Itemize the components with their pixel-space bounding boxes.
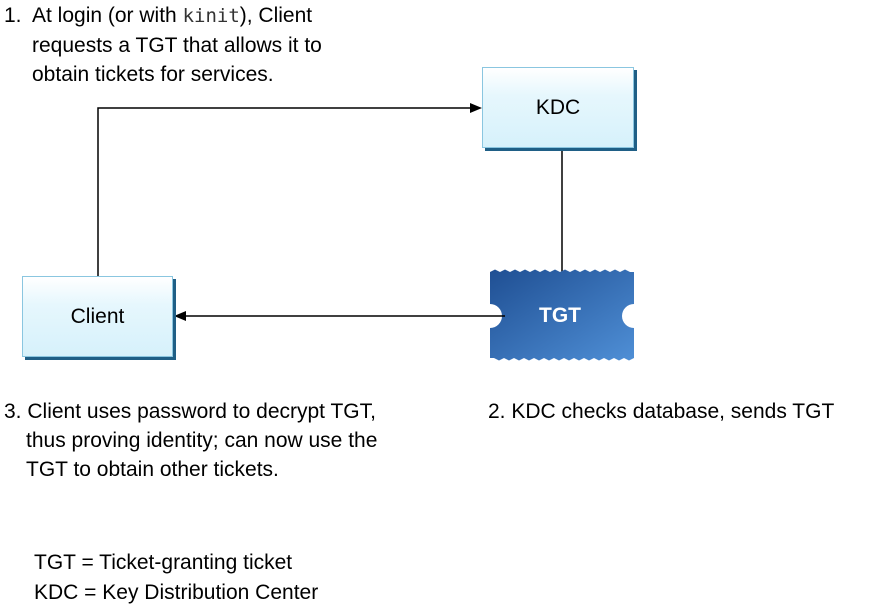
legend-tgt: TGT = Ticket-granting ticket <box>34 551 293 574</box>
step1-command: kinit <box>182 5 240 27</box>
client-label: Client <box>70 304 125 328</box>
ticket-label: TGT <box>539 304 581 327</box>
step1-number: 1. <box>4 4 22 27</box>
tgt-ticket <box>490 269 634 361</box>
request-arrowhead <box>470 103 482 113</box>
request-path-line <box>97 107 472 276</box>
legend: TGT = Ticket-granting ticket KDC = Key D… <box>34 548 318 608</box>
kdc-label: KDC <box>535 95 581 119</box>
step3-number: 3. <box>4 400 22 423</box>
step2-text: KDC checks database, sends TGT <box>511 400 835 423</box>
step3-line1: Client uses password to decrypt TGT, <box>27 400 376 423</box>
step2-number: 2. <box>488 400 506 423</box>
ticket-shape <box>490 269 634 361</box>
step3-line2: thus proving identity; can now use the <box>26 429 378 452</box>
step2-note: 2. KDC checks database, sends TGT <box>488 397 888 426</box>
legend-kdc: KDC = Key Distribution Center <box>34 581 319 604</box>
step3-note: 3. Client uses password to decrypt TGT, … <box>4 397 464 484</box>
step1-note: 1. At login (or with kinit), Client requ… <box>4 1 404 89</box>
step1-line3: obtain tickets for services. <box>32 63 274 86</box>
step3-body: thus proving identity; can now use the T… <box>4 426 464 484</box>
step1-text-before: At login (or with <box>32 4 183 27</box>
step1-text-after: ), Client <box>239 4 313 27</box>
step1-line2: requests a TGT that allows it to <box>32 34 322 57</box>
client-node: Client <box>22 276 173 357</box>
step3-line3: TGT to obtain other tickets. <box>26 458 279 481</box>
kdc-node: KDC <box>482 67 634 148</box>
step1-body: At login (or with kinit), Client request… <box>4 1 404 89</box>
return-arrowhead <box>174 311 186 321</box>
